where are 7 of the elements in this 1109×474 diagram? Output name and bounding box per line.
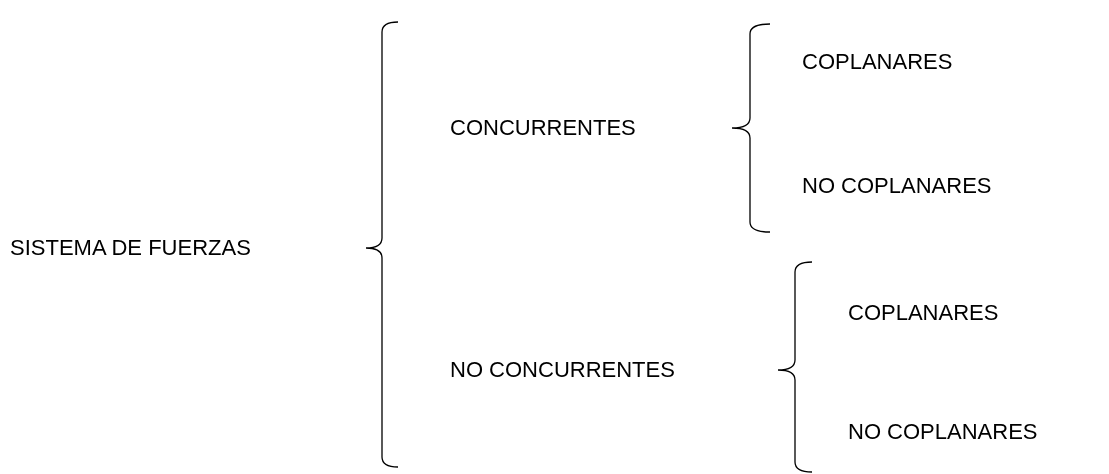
node-label: NO CONCURRENTES (450, 357, 675, 383)
node-label: CONCURRENTES (450, 115, 636, 141)
node-label: SISTEMA DE FUERZAS (10, 235, 251, 261)
node-label: COPLANARES (802, 49, 953, 75)
node-label: NO COPLANARES (848, 419, 1038, 445)
node-label: NO COPLANARES (802, 173, 992, 199)
node-label: COPLANARES (848, 300, 999, 326)
